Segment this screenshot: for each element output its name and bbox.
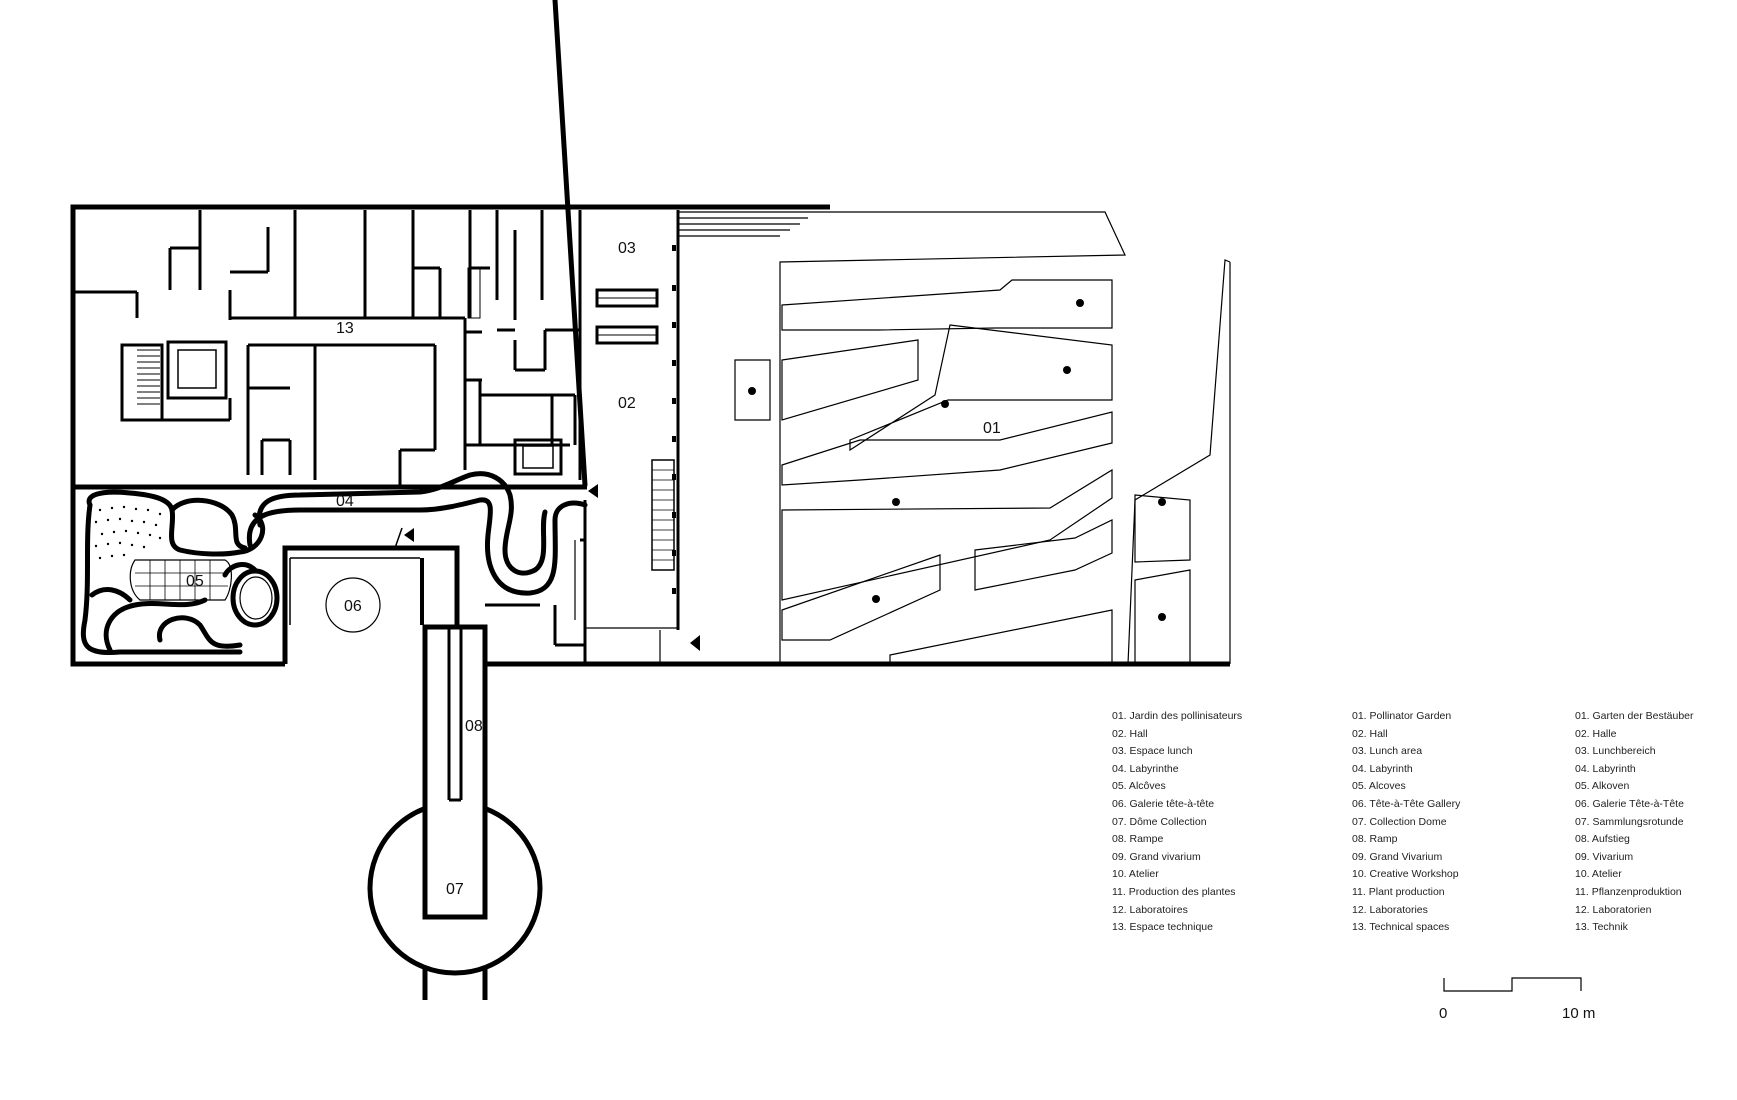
- legend-entry: 05. Alcôves: [1112, 780, 1166, 793]
- tete-a-tete-gallery: [282, 527, 460, 664]
- legend-english: 01. Pollinator Garden 02. Hall 03. Lunch…: [1352, 708, 1460, 937]
- legend-entry: 10. Creative Workshop: [1352, 868, 1459, 881]
- legend-entry: 08. Rampe: [1112, 833, 1164, 846]
- room-label-03: 03: [618, 240, 636, 257]
- garden-trees: [748, 299, 1166, 621]
- labyrinth: [80, 0, 588, 656]
- legend-entry: 08. Aufstieg: [1575, 833, 1630, 846]
- legend-entry: 01. Pollinator Garden: [1352, 710, 1452, 722]
- entrance-arrow-icon: [690, 635, 700, 651]
- room-label-04: 04: [336, 493, 354, 510]
- legend-entry: 06. Galerie tête-à-tête: [1112, 797, 1215, 810]
- entrance-arrows: [404, 484, 700, 651]
- tree-icon: [1158, 613, 1166, 621]
- scale-bar: 0 10 m: [1439, 977, 1595, 1022]
- legend-entry: 04. Labyrinth: [1575, 762, 1636, 775]
- legend-german: 01. Garten der Bestäuber 02. Halle 03. L…: [1575, 708, 1694, 937]
- tree-icon: [872, 595, 880, 603]
- legend-entry: 12. Laboratoires: [1112, 903, 1188, 916]
- legend-entry: 07. Sammlungsrotunde: [1575, 815, 1684, 828]
- technical-walls: [73, 210, 582, 485]
- legend-entry: 02. Hall: [1352, 727, 1388, 740]
- legend-entry: 08. Ramp: [1352, 833, 1398, 846]
- tree-icon: [1158, 498, 1166, 506]
- legend-entry: 01. Jardin des pollinisateurs: [1112, 710, 1243, 722]
- entrance-arrow-icon: [588, 484, 598, 498]
- planting-dots: [94, 505, 162, 560]
- room-label-08: 08: [465, 718, 483, 735]
- room-label-02: 02: [618, 395, 636, 412]
- room-label-07: 07: [446, 881, 464, 898]
- room-labels: 01 02 03 04 05 06 07 08 13: [186, 240, 1001, 898]
- legend-entry: 02. Hall: [1112, 727, 1148, 740]
- legend-entry: 06. Tête-à-Tête Gallery: [1352, 797, 1461, 810]
- legend-entry: 13. Technical spaces: [1352, 921, 1450, 934]
- legend-entry: 09. Vivarium: [1575, 850, 1634, 863]
- tree-icon: [748, 387, 756, 395]
- legend-entry: 06. Galerie Tête-à-Tête: [1575, 797, 1684, 810]
- legend-entry: 10. Atelier: [1112, 868, 1159, 881]
- alcove-rooms: [129, 559, 280, 628]
- tree-icon: [1063, 366, 1071, 374]
- room-label-13: 13: [336, 320, 354, 337]
- room-label-05: 05: [186, 573, 204, 590]
- ramp: [422, 624, 488, 920]
- legend-entry: 09. Grand vivarium: [1112, 850, 1201, 863]
- pollinator-garden: [734, 211, 1231, 665]
- legend-entry: 11. Production des plantes: [1112, 885, 1236, 898]
- legend-entry: 03. Espace lunch: [1112, 745, 1193, 758]
- room-label-06: 06: [344, 598, 362, 615]
- legend-entry: 03. Lunchbereich: [1575, 745, 1656, 758]
- legend-entry: 04. Labyrinthe: [1112, 762, 1179, 775]
- scale-start-label: 0: [1439, 1005, 1447, 1022]
- legend-entry: 12. Laboratorien: [1575, 903, 1652, 916]
- legend-entry: 05. Alcoves: [1352, 780, 1406, 793]
- legend-entry: 03. Lunch area: [1352, 745, 1423, 758]
- legend-entry: 07. Dôme Collection: [1112, 815, 1207, 828]
- entrance-arrow-icon: [404, 528, 414, 542]
- scale-end-label: 10 m: [1562, 1005, 1595, 1022]
- room-label-01: 01: [983, 420, 1001, 437]
- legend-entry: 13. Espace technique: [1112, 921, 1213, 934]
- tree-icon: [1076, 299, 1084, 307]
- tree-icon: [941, 400, 949, 408]
- legend-entry: 10. Atelier: [1575, 868, 1622, 881]
- legend-entry: 09. Grand Vivarium: [1352, 850, 1443, 863]
- legend-entry: 05. Alkoven: [1575, 780, 1630, 793]
- facade-columns: [672, 245, 676, 594]
- legend-entry: 04. Labyrinth: [1352, 762, 1413, 775]
- tree-icon: [892, 498, 900, 506]
- legend-french: 01. Jardin des pollinisateurs 02. Hall 0…: [1112, 708, 1242, 937]
- legend-entry: 01. Garten der Bestäuber: [1575, 710, 1694, 722]
- legend-entry: 07. Collection Dome: [1352, 815, 1447, 828]
- legend-entry: 13. Technik: [1575, 921, 1628, 934]
- hall-and-lunch: [485, 210, 830, 664]
- legend-entry: 02. Halle: [1575, 727, 1617, 740]
- legend-entry: 11. Plant production: [1352, 885, 1445, 898]
- legend-entry: 11. Pflanzenproduktion: [1575, 885, 1682, 898]
- legend-entry: 12. Laboratories: [1352, 903, 1428, 916]
